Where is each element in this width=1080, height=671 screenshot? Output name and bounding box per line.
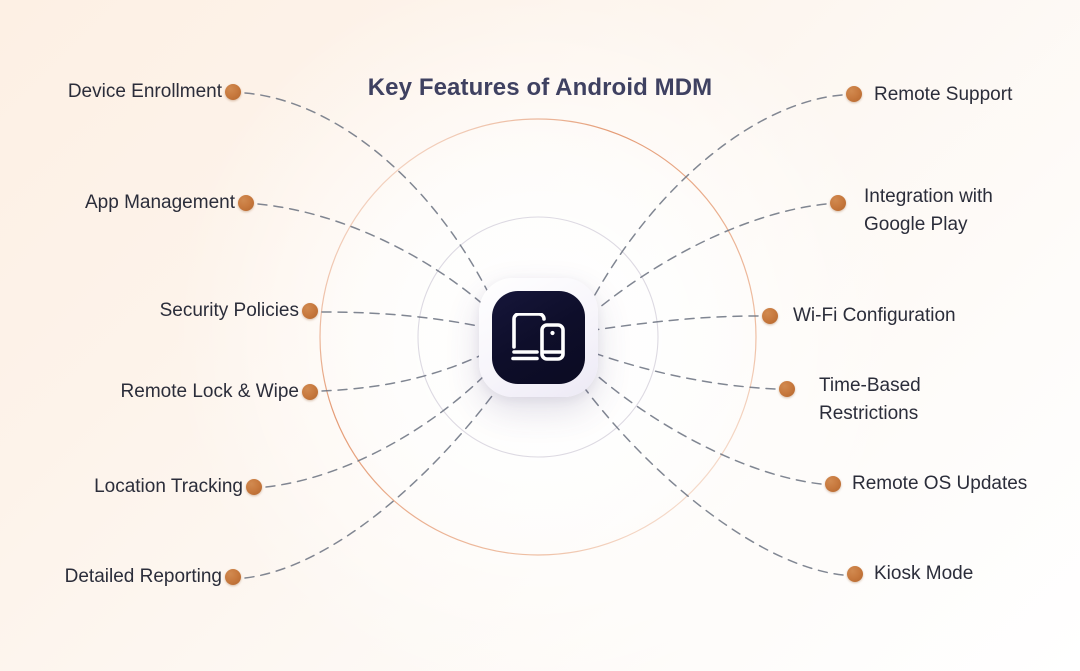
feature-dot-detailed-reporting[interactable] xyxy=(225,569,241,585)
feature-label-device-enrollment: Device Enrollment xyxy=(67,81,222,102)
connector-line xyxy=(321,311,489,329)
feature-label-remote-os-updates: Remote OS Updates xyxy=(852,473,1028,494)
devices-tablet-phone-icon xyxy=(492,291,585,384)
feature-label-wifi-configuration: Wi-Fi Configuration xyxy=(793,305,956,326)
feature-dot-time-based-restrictions[interactable] xyxy=(779,381,795,397)
feature-dot-remote-support[interactable] xyxy=(846,86,862,102)
feature-label-remote-lock-wipe: Remote Lock & Wipe xyxy=(120,381,299,402)
connector-line xyxy=(585,389,844,576)
feature-dot-remote-lock-wipe[interactable] xyxy=(302,384,318,400)
connector-line xyxy=(591,94,843,301)
outer-ring xyxy=(319,118,757,556)
connector-line xyxy=(587,203,827,318)
feature-dot-integration-google-play[interactable] xyxy=(830,195,846,211)
feature-dot-kiosk-mode[interactable] xyxy=(847,566,863,582)
connector-line xyxy=(244,387,499,579)
connector-line xyxy=(593,352,776,390)
feature-label-detailed-reporting: Detailed Reporting xyxy=(64,566,222,587)
feature-dot-security-policies[interactable] xyxy=(302,303,318,319)
feature-label-security-policies: Security Policies xyxy=(159,300,299,321)
inner-ring xyxy=(417,216,659,458)
connector-line xyxy=(593,315,759,331)
connector-line xyxy=(244,92,493,301)
connector-lines xyxy=(244,92,844,579)
feature-label-app-management: App Management xyxy=(85,192,235,213)
feature-dot-wifi-configuration[interactable] xyxy=(762,308,778,324)
feature-label-location-tracking: Location Tracking xyxy=(94,476,243,497)
connector-line xyxy=(321,351,489,392)
center-emblem xyxy=(479,278,598,397)
feature-label-kiosk-mode: Kiosk Mode xyxy=(874,563,974,584)
feature-dot-device-enrollment[interactable] xyxy=(225,84,241,100)
feature-dot-location-tracking[interactable] xyxy=(246,479,262,495)
page-title: Key Features of Android MDM xyxy=(367,74,713,101)
feature-label-remote-support: Remote Support xyxy=(874,84,1013,105)
feature-label-time-based-restrictions: Time-Based Restrictions xyxy=(819,375,921,424)
feature-dot-app-management[interactable] xyxy=(238,195,254,211)
feature-label-integration-google-play: Integration with Google Play xyxy=(864,186,993,235)
connector-line xyxy=(257,203,496,316)
feature-dot-remote-os-updates[interactable] xyxy=(825,476,841,492)
